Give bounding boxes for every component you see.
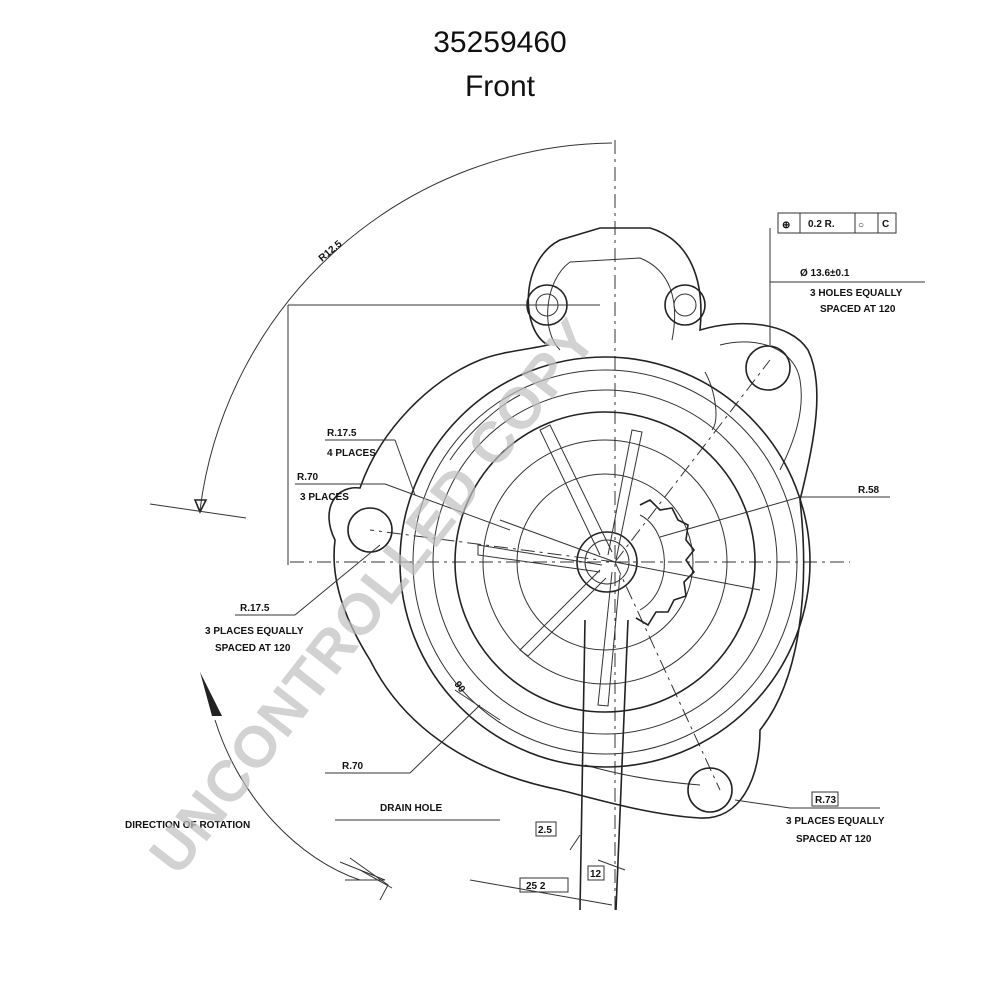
concentric-rings	[399, 356, 811, 768]
holes-note-line1: 3 HOLES EQUALLY	[810, 288, 903, 299]
tolerance-position-icon: ⊕	[782, 220, 790, 231]
dimension-lines	[149, 142, 925, 906]
r73-note-line2: SPACED AT 120	[796, 834, 872, 845]
r73-note-line1: 3 PLACES EQUALLY	[786, 816, 885, 827]
lower-lug	[579, 619, 629, 911]
tolerance-circle-icon: ○	[858, 220, 864, 231]
r175-label-4: R.17.5	[327, 428, 357, 439]
r70-label-3: R.70	[297, 472, 319, 483]
places-4-label: 4 PLACES	[327, 448, 376, 459]
dim-2-5-label: 2.5	[538, 825, 552, 836]
housing-outline	[328, 227, 818, 819]
rotation-arrow	[200, 672, 393, 901]
pinion-gear	[635, 499, 696, 627]
tolerance-frame: ⊕ 0.2 R. ○ C	[777, 212, 897, 234]
centerlines	[290, 140, 850, 910]
places-3-label: 3 PLACES	[300, 492, 349, 503]
rotation-direction-label: DIRECTION OF ROTATION	[125, 820, 250, 831]
r58-label: R.58	[858, 485, 880, 496]
dim-12-label: 12	[590, 869, 602, 880]
spokes	[477, 424, 761, 707]
watermark: UNCONTROLLED COPY	[137, 307, 609, 886]
hole-diameter-label: Ø 13.6±0.1	[800, 268, 850, 279]
drain-hole-label: DRAIN HOLE	[380, 803, 443, 814]
r73-label: R.73	[815, 795, 837, 806]
tolerance-datum: C	[882, 219, 889, 230]
r70-label: R.70	[342, 761, 364, 772]
labels: R12.5 Ø 13.6±0.1 3 HOLES EQUALLY SPACED …	[125, 238, 903, 893]
places-equally-line2: SPACED AT 120	[215, 643, 291, 654]
r125-label: R12.5	[317, 238, 345, 264]
dim-25-2-label: 25 2	[526, 881, 546, 892]
r175-label-3: R.17.5	[240, 603, 270, 614]
part-number: 35259460	[433, 26, 567, 59]
places-equally-line1: 3 PLACES EQUALLY	[205, 626, 304, 637]
holes-note-line2: SPACED AT 120	[820, 304, 896, 315]
tolerance-value: 0.2 R.	[808, 219, 835, 230]
view-label: Front	[464, 70, 536, 103]
